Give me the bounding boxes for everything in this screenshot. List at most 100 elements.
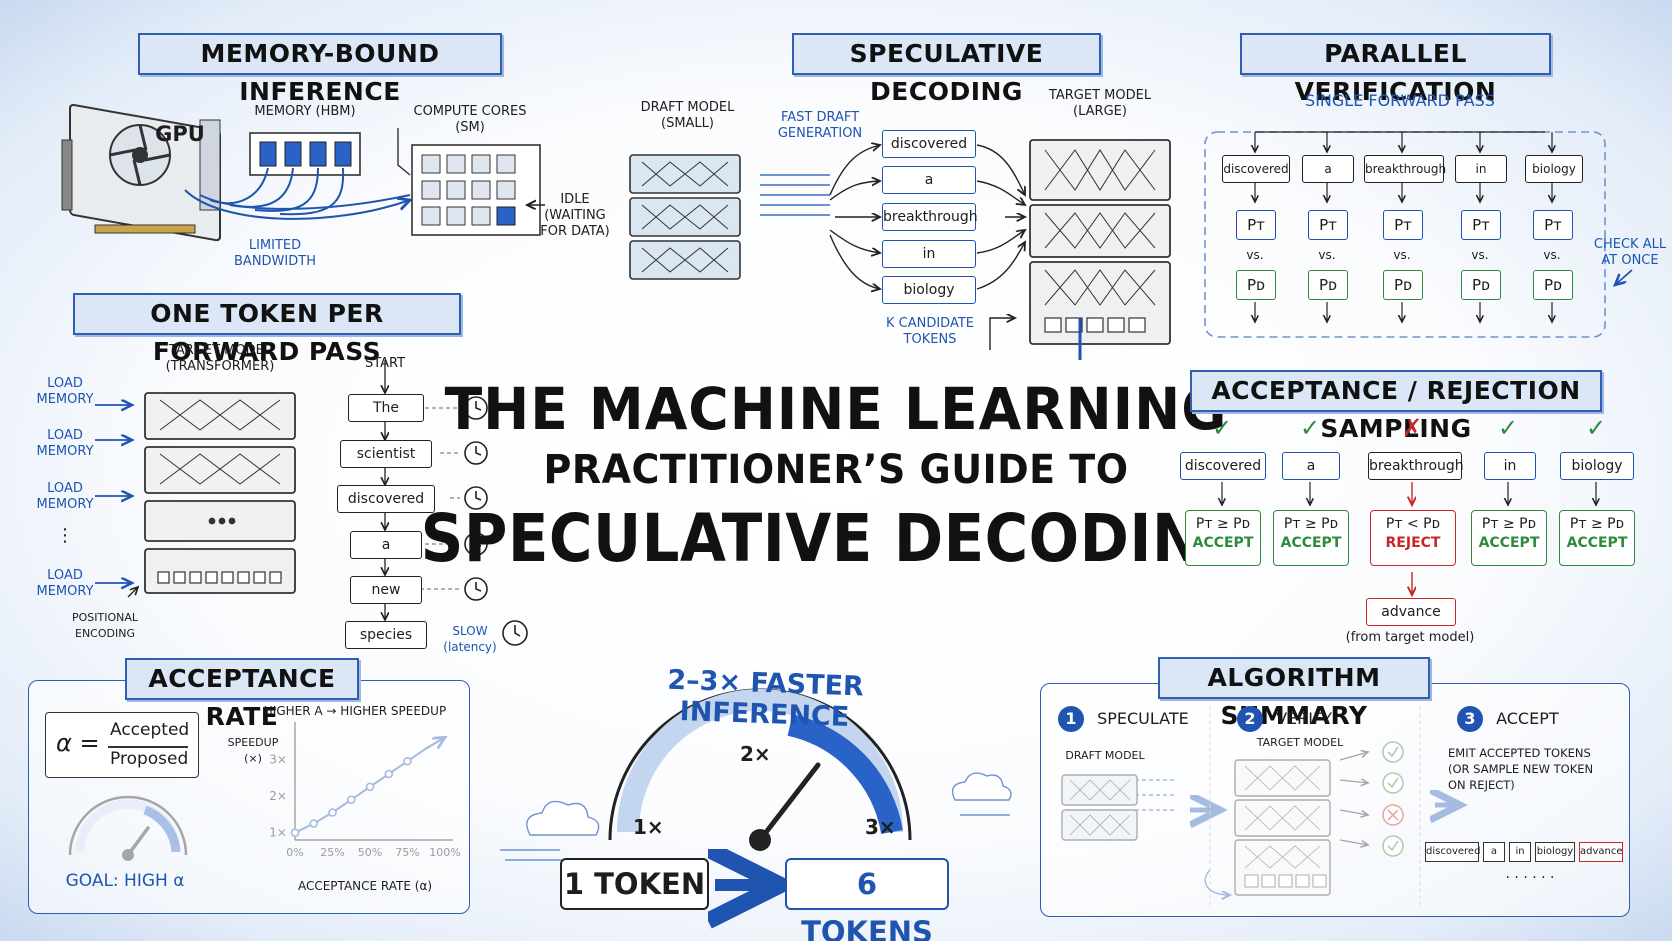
condition-1: Pᴛ ≥ Pᴅ xyxy=(1283,516,1339,532)
title-line-2: PRACTITIONER’S GUIDE TO xyxy=(543,447,1129,493)
compute-core-grid xyxy=(411,144,541,236)
mark-0: ✓ xyxy=(1211,414,1233,442)
one-token-box: 1 TOKEN xyxy=(560,858,709,910)
decision-box-1: Pᴛ ≥ Pᴅ ACCEPT xyxy=(1273,510,1349,566)
condition-4: Pᴛ ≥ Pᴅ xyxy=(1569,516,1625,532)
load-memory-3: LOAD MEMORY xyxy=(36,481,94,512)
pt-box-0: Pᴛ xyxy=(1236,210,1276,240)
decision-box-0: Pᴛ ≥ Pᴅ ACCEPT xyxy=(1185,510,1261,566)
output-token-4: advance xyxy=(1579,842,1623,862)
step-3: 3 ACCEPT xyxy=(1457,706,1559,732)
k-candidate-label: K CANDIDATE TOKENS xyxy=(885,316,975,347)
banner-parallel: PARALLEL VERIFICATION xyxy=(1240,33,1551,106)
alpha-formula: α = Accepted Proposed xyxy=(45,712,199,778)
chain-token-1: scientist xyxy=(340,440,432,468)
gauge-2x: 2× xyxy=(740,742,771,766)
vs-2: vs. xyxy=(1393,248,1411,262)
advance-token: advance xyxy=(1366,598,1456,626)
target-model-stack xyxy=(1029,139,1171,360)
faster-headline: 2–3× FASTER INFERENCE xyxy=(666,664,865,733)
transformer-stack xyxy=(144,392,296,594)
pt-box-3: Pᴛ xyxy=(1461,210,1501,240)
banner-rate: ACCEPTANCE RATE xyxy=(125,658,359,731)
accept-token-3: in xyxy=(1484,452,1536,480)
condition-0: Pᴛ ≥ Pᴅ xyxy=(1195,516,1251,532)
pd-box-2: Pᴅ xyxy=(1383,270,1423,300)
output-token-0: discovered xyxy=(1425,842,1480,862)
higher-speedup-label: HIGHER α → HIGHER SPEEDUP xyxy=(263,704,447,718)
speedometer-gauge xyxy=(608,688,912,851)
algo-draft-label: DRAFT MODEL xyxy=(1065,749,1145,762)
draft-model-stack xyxy=(629,154,741,280)
six-tokens-box: 6 TOKENS xyxy=(785,858,949,941)
alpha-symbol: α = xyxy=(56,729,100,757)
step-1: 1 SPECULATE xyxy=(1058,706,1189,732)
parallel-token-4: biology xyxy=(1525,155,1583,183)
accept-token-1: a xyxy=(1282,452,1340,480)
banner-speculative: SPECULATIVE DECODING xyxy=(792,33,1101,106)
alpha-denominator: Proposed xyxy=(110,749,189,769)
step-1-label: SPECULATE xyxy=(1097,709,1189,728)
candidate-token-0: discovered xyxy=(882,130,976,158)
banner-algorithm: ALGORITHM SUMMARY xyxy=(1158,657,1430,730)
pd-box-4: Pᴅ xyxy=(1533,270,1573,300)
compute-label: COMPUTE CORES (SM) xyxy=(413,104,527,135)
pd-box-0: Pᴅ xyxy=(1236,270,1276,300)
chart-ylabel: SPEEDUP (×) xyxy=(227,736,279,765)
vs-1: vs. xyxy=(1318,248,1336,262)
algorithm-panel xyxy=(1040,683,1630,917)
pt-box-2: Pᴛ xyxy=(1383,210,1423,240)
alpha-numerator: Accepted xyxy=(110,720,190,740)
gpu-label: GPU xyxy=(155,122,205,146)
title-line-1: THE MACHINE LEARNING xyxy=(444,375,1228,443)
step-3-label: ACCEPT xyxy=(1496,709,1559,728)
load-memory-1: LOAD MEMORY xyxy=(36,376,94,407)
banner-one-token: ONE TOKEN PER FORWARD PASS xyxy=(73,293,461,366)
chart-xlabel: ACCEPTANCE RATE (α) xyxy=(297,879,433,893)
slow-latency-label: SLOW (latency) xyxy=(443,624,497,654)
candidate-token-3: in xyxy=(882,240,976,268)
step-1-number: 1 xyxy=(1058,706,1084,732)
result-3: ACCEPT xyxy=(1478,535,1540,551)
parallel-token-3: in xyxy=(1455,155,1507,183)
transformer-label: TARGET MODEL (TRANSFORMER) xyxy=(165,343,275,374)
pt-box-4: Pᴛ xyxy=(1533,210,1573,240)
banner-memory-bound: MEMORY-BOUND INFERENCE xyxy=(138,33,502,106)
gpu-card-icon xyxy=(61,103,221,242)
banner-acceptance: ACCEPTANCE / REJECTION SAMPLING xyxy=(1190,370,1602,443)
step-2: 2 VERIFY xyxy=(1237,706,1332,732)
memory-chips xyxy=(249,132,361,176)
result-0: ACCEPT xyxy=(1192,535,1254,551)
pd-box-3: Pᴅ xyxy=(1461,270,1501,300)
accept-token-2: breakthrough xyxy=(1368,452,1464,480)
positional-label: POSITIONAL ENCODING xyxy=(71,611,139,640)
candidate-token-1: a xyxy=(882,166,976,194)
vs-0: vs. xyxy=(1246,248,1264,262)
pd-box-1: Pᴅ xyxy=(1308,270,1348,300)
condition-3: Pᴛ ≥ Pᴅ xyxy=(1481,516,1537,532)
target-large-label: TARGET MODEL (LARGE) xyxy=(1048,88,1152,119)
from-target-label: (from target model) xyxy=(1345,630,1475,645)
pt-box-1: Pᴛ xyxy=(1308,210,1348,240)
decision-box-3: Pᴛ ≥ Pᴅ ACCEPT xyxy=(1471,510,1547,566)
parallel-token-2: breakthrough xyxy=(1364,155,1446,183)
output-token-1: a xyxy=(1483,842,1505,862)
result-2: REJECT xyxy=(1385,535,1441,551)
result-1: ACCEPT xyxy=(1280,535,1342,551)
load-memory-2: LOAD MEMORY xyxy=(36,428,94,459)
check-all-label: CHECK ALL AT ONCE xyxy=(1593,237,1667,268)
step-2-number: 2 xyxy=(1237,706,1263,732)
bandwidth-label: LIMITED BANDWIDTH xyxy=(234,238,316,269)
output-token-2: in xyxy=(1509,842,1531,862)
candidate-token-4: biology xyxy=(882,276,976,304)
chain-token-2: discovered xyxy=(337,485,435,513)
chain-token-4: new xyxy=(350,576,422,604)
clock-icons xyxy=(464,396,528,646)
fast-draft-label: FAST DRAFT GENERATION xyxy=(777,110,863,141)
emit-label: EMIT ACCEPTED TOKENS (OR SAMPLE NEW TOKE… xyxy=(1448,746,1594,792)
title-line-3: SPECULATIVE DECODING xyxy=(420,500,1252,577)
vertical-dots: ⋮ xyxy=(56,525,74,546)
draft-model-label: DRAFT MODEL (SMALL) xyxy=(640,100,735,131)
